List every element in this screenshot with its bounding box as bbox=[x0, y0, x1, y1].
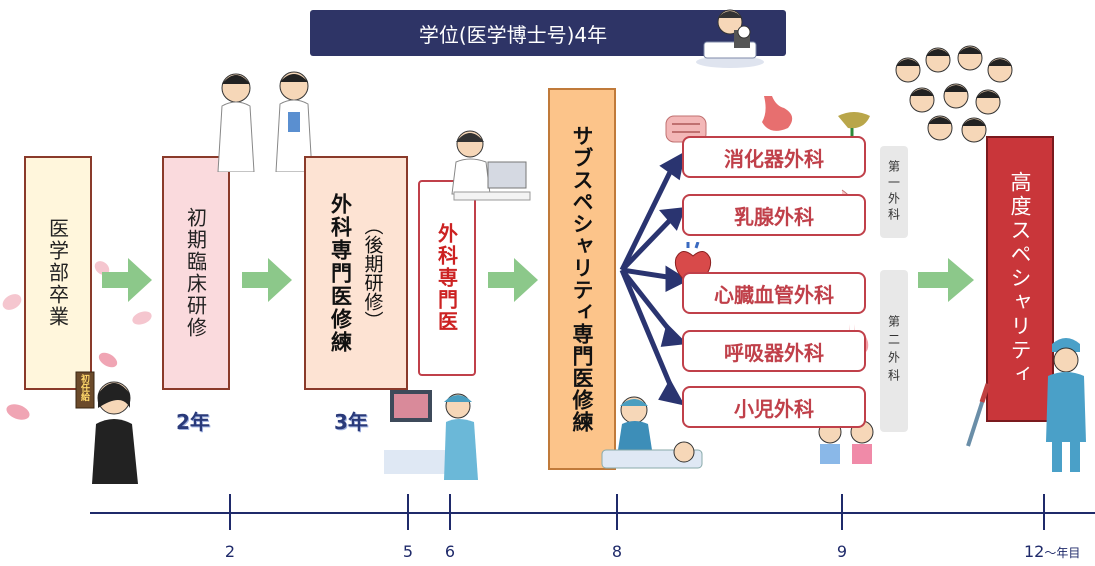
degree-banner: 学位(医学博士号)4年 bbox=[310, 10, 786, 56]
stage-surgical-specialist-label: 外科専門医 bbox=[434, 223, 459, 333]
timeline-axis bbox=[90, 512, 1095, 514]
specialty-pediatric-label: 小児外科 bbox=[734, 396, 814, 421]
stomach-icon bbox=[762, 96, 793, 131]
timeline-tick-6 bbox=[449, 494, 451, 530]
branch-arrows bbox=[619, 151, 686, 406]
group-first-surgery: 第一外科 bbox=[880, 146, 908, 238]
intestine-icon bbox=[665, 115, 707, 143]
arrow-to-advanced bbox=[918, 258, 974, 302]
stage-initial-training-label: 初期臨床研修 bbox=[183, 207, 208, 339]
stage-graduation-label: 医学部卒業 bbox=[45, 218, 70, 328]
timeline-tick-12 bbox=[1043, 494, 1045, 530]
stage-initial-training: 初期臨床研修 bbox=[162, 156, 230, 390]
stage-specialist-training-paren: （後期研修） bbox=[361, 216, 384, 330]
year-badge-2: 2年 bbox=[176, 410, 210, 434]
graduate-illustration: 初任給 bbox=[62, 362, 152, 484]
timeline-label-12: 12 bbox=[1024, 542, 1045, 561]
group-first-surgery-label: 第一外科 bbox=[886, 160, 901, 224]
timeline-tick-2 bbox=[229, 494, 231, 530]
doctor-group-illustration bbox=[884, 36, 1030, 154]
stage-specialist-training: 外科専門医修練 （後期研修） bbox=[304, 156, 408, 390]
specialty-pediatric: 小児外科 bbox=[682, 386, 866, 428]
specialty-gastro-label: 消化器外科 bbox=[724, 146, 824, 171]
cheering-doctors-illustration bbox=[208, 62, 328, 173]
specialty-cardio: 心臓血管外科 bbox=[682, 272, 866, 314]
arrow-to-specialist-training bbox=[242, 258, 292, 302]
surgeon-illustration bbox=[1040, 332, 1092, 474]
timeline-tick-8 bbox=[616, 494, 618, 530]
cherry-petals-mid bbox=[94, 261, 152, 368]
timeline-label-12-group: 12 〜年目 bbox=[1024, 542, 1080, 561]
timeline-tick-5 bbox=[407, 494, 409, 530]
stage-subspecialty-label: サブスペシャリティ専門医修練 bbox=[570, 125, 594, 433]
stage-surgical-specialist: 外科専門医 bbox=[418, 180, 476, 376]
endoscopy-illustration bbox=[384, 384, 484, 480]
stage-subspecialty: サブスペシャリティ専門医修練 bbox=[548, 88, 616, 470]
timeline-label-5: 5 bbox=[402, 542, 414, 561]
arrow-to-subspecialty bbox=[488, 258, 538, 302]
timeline-label-9: 9 bbox=[836, 542, 848, 561]
laptop-doctor-illustration bbox=[448, 122, 532, 202]
certificate-label: 初任給 bbox=[79, 374, 89, 401]
specialty-respiratory: 呼吸器外科 bbox=[682, 330, 866, 372]
timeline-label-8: 8 bbox=[611, 542, 623, 561]
specialty-breast-label: 乳腺外科 bbox=[734, 204, 814, 229]
scalpel-icon bbox=[966, 383, 991, 447]
degree-banner-text: 学位(医学博士号)4年 bbox=[418, 22, 608, 47]
cherry-petals-left bbox=[2, 294, 30, 420]
stage-advanced-label: 高度スペシャリティ bbox=[1008, 171, 1032, 387]
specialty-cardio-label: 心臓血管外科 bbox=[714, 282, 834, 307]
arrow-to-initial-training bbox=[102, 258, 152, 302]
timeline-tick-9 bbox=[841, 494, 843, 530]
stage-graduation: 医学部卒業 bbox=[24, 156, 92, 390]
group-second-surgery: 第二外科 bbox=[880, 270, 908, 432]
specialty-gastro: 消化器外科 bbox=[682, 136, 866, 178]
specialty-respiratory-label: 呼吸器外科 bbox=[724, 340, 824, 365]
timeline-label-2: 2 bbox=[224, 542, 236, 561]
group-second-surgery-label: 第二外科 bbox=[886, 315, 901, 387]
timeline-label-suffix: 〜年目 bbox=[1044, 546, 1081, 560]
specialty-breast: 乳腺外科 bbox=[682, 194, 866, 236]
year-badge-3: 3年 bbox=[334, 410, 368, 434]
timeline-label-6: 6 bbox=[444, 542, 456, 561]
surgery-illustration bbox=[598, 390, 708, 476]
researcher-illustration bbox=[690, 2, 770, 70]
stage-specialist-training-label: 外科専門医修練 bbox=[328, 192, 353, 354]
stage-advanced: 高度スペシャリティ bbox=[986, 136, 1054, 422]
